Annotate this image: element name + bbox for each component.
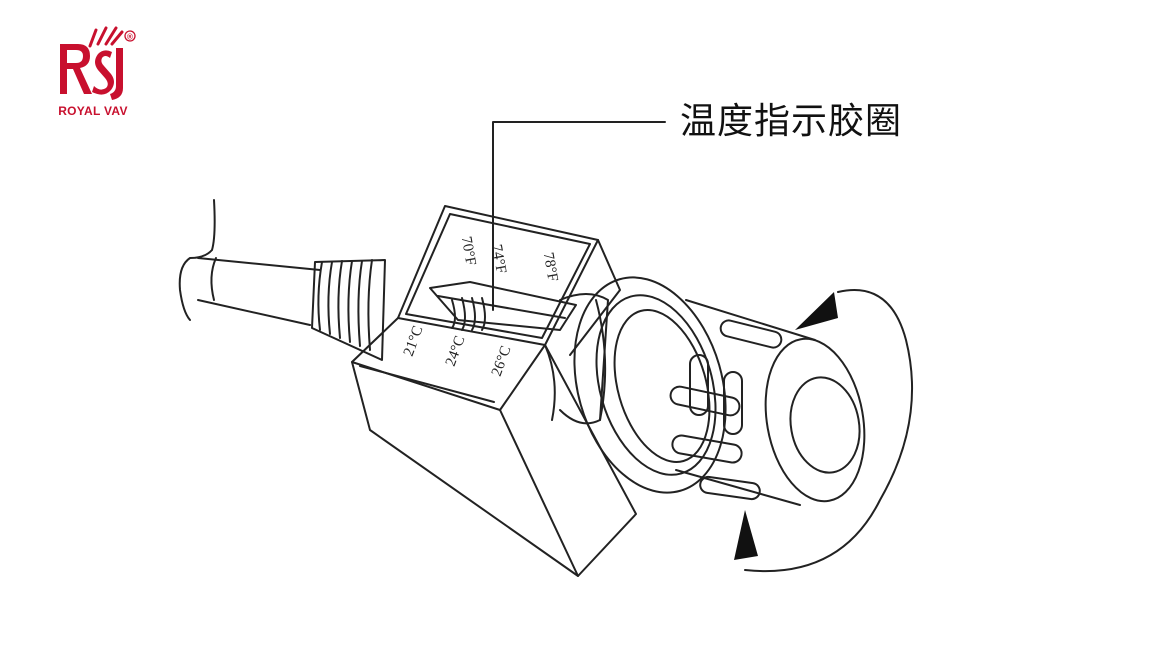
arrowhead-top-icon — [795, 292, 838, 330]
registered-mark: ® — [127, 33, 133, 42]
flange-ring — [573, 276, 727, 494]
valve-body — [351, 205, 637, 577]
valve-neck — [544, 293, 609, 425]
scale-label-f-78: 78°F — [540, 251, 561, 283]
brand-logo-mark: ® — [60, 26, 136, 100]
logo-letter-r — [60, 44, 92, 94]
rotation-arrow — [744, 289, 914, 573]
logo-letter-j — [110, 48, 123, 100]
scale-label-f-70: 70°F — [458, 235, 479, 267]
inlet-pipe — [178, 199, 321, 326]
scale-label-f-74: 74°F — [488, 243, 509, 275]
adjustment-knob — [669, 299, 866, 506]
logo-flame-strokes — [88, 26, 124, 48]
scale-label-c-26: 26°C — [489, 344, 515, 379]
brand-logo: ® — [50, 22, 140, 122]
brand-name: ROYAL VAV — [58, 104, 128, 118]
scale-label-c-21: 21°C — [401, 324, 427, 359]
threaded-connector — [311, 259, 386, 361]
callout-label: 温度指示胶圈 — [680, 101, 903, 142]
registered-mark-icon — [124, 30, 136, 42]
arrowhead-bottom-icon — [734, 510, 758, 560]
logo-letter-s — [92, 50, 114, 95]
callout-leader-line — [492, 121, 666, 311]
scale-label-c-24: 24°C — [443, 334, 469, 369]
